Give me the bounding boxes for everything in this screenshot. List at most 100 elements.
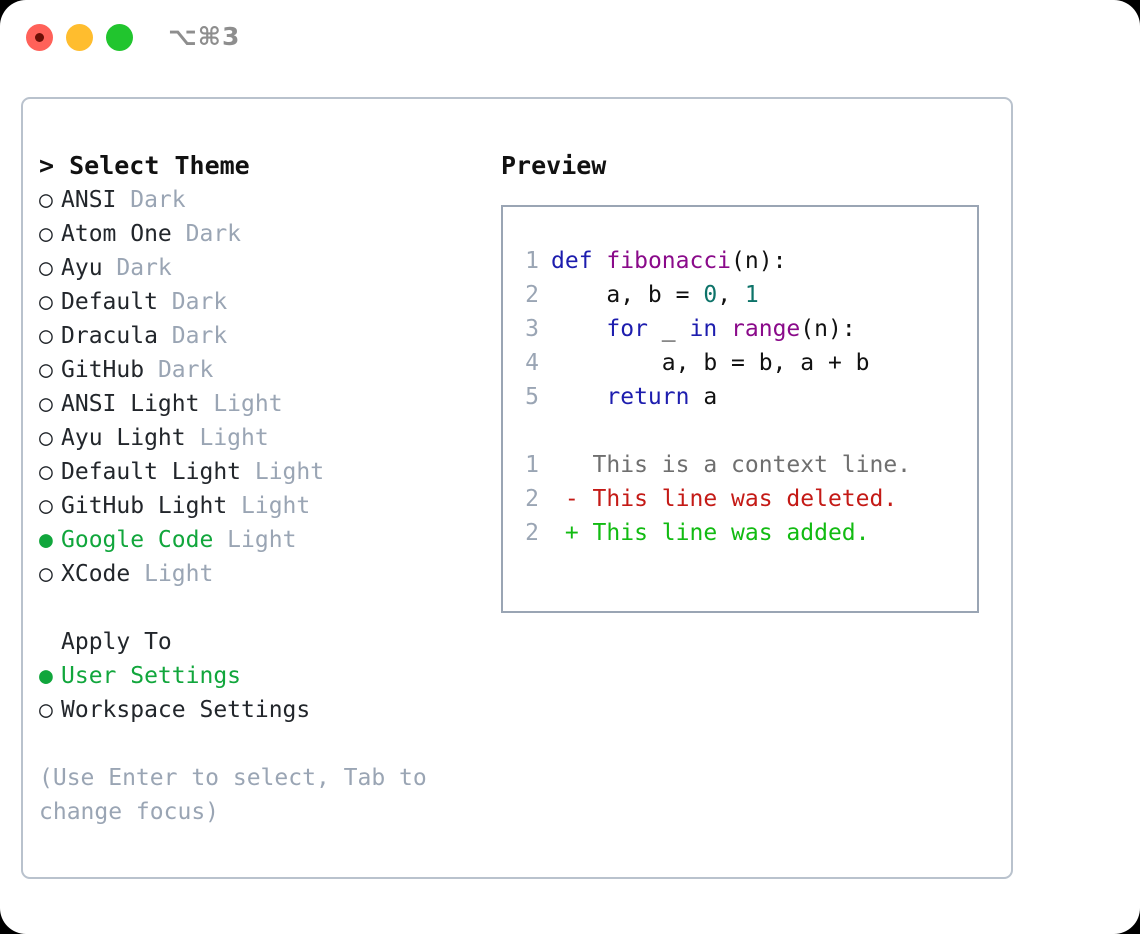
- radio-empty-icon: ○: [39, 221, 53, 247]
- code-text: a, b = 0, 1: [539, 282, 759, 308]
- diff-line-del: 2 - This line was deleted.: [515, 482, 971, 516]
- theme-option-label: Default Light: [61, 459, 242, 485]
- code-token-num: 0: [703, 282, 718, 308]
- theme-option-xcode[interactable]: ○ XCode Light: [39, 557, 499, 591]
- theme-option-default[interactable]: ○ Default Dark: [39, 285, 499, 319]
- zoom-button-icon[interactable]: [106, 24, 133, 51]
- theme-option-github[interactable]: ○GitHub Dark: [39, 353, 499, 387]
- apply-to-option-label: Workspace Settings: [61, 697, 311, 723]
- theme-option-label: Ayu: [61, 255, 103, 281]
- theme-option-ayu[interactable]: ○ Ayu Dark: [39, 251, 499, 285]
- diff-line-ctx: 1 This is a context line.: [515, 448, 971, 482]
- apply-to-option-user-settings[interactable]: ●User Settings: [39, 659, 499, 693]
- diff-text: + This line was added.: [551, 520, 870, 546]
- radio-empty-icon: ○: [39, 459, 53, 485]
- theme-option-label: Ayu Light: [61, 425, 186, 451]
- radio-empty-icon: ○: [39, 255, 53, 281]
- theme-option-ayu-light[interactable]: ○Ayu Light Light: [39, 421, 499, 455]
- code-line: 3 for _ in range(n):: [515, 312, 971, 346]
- code-token-kw: def: [551, 248, 593, 274]
- diff-text: This is a context line.: [551, 452, 912, 478]
- code-token-fn: fibonacci: [606, 248, 732, 274]
- theme-variant-label: Light: [199, 391, 283, 417]
- line-number: 5: [525, 384, 539, 410]
- code-token-plain: a, b =: [551, 282, 704, 308]
- code-token-plain: [717, 316, 731, 342]
- window-controls: [26, 24, 133, 51]
- apply-to-option-workspace-settings[interactable]: ○Workspace Settings: [39, 693, 499, 727]
- code-token-plain: (n):: [731, 248, 787, 274]
- theme-list[interactable]: ○ANSI Dark○Atom One Dark○Ayu Dark○Defaul…: [39, 183, 499, 591]
- theme-variant-label: Light: [227, 493, 311, 519]
- code-token-plain: a: [689, 384, 718, 410]
- theme-variant-label: Light: [241, 459, 325, 485]
- code-token-kw: in: [689, 316, 718, 342]
- diff-sample: 1 This is a context line.2 - This line w…: [515, 448, 971, 550]
- code-token-fn: range: [731, 316, 801, 342]
- keyboard-shortcut-label: ⌥⌘3: [168, 22, 241, 51]
- theme-option-label: Default: [61, 289, 158, 315]
- radio-empty-icon: ○: [39, 391, 53, 417]
- theme-variant-label: Light: [185, 425, 269, 451]
- theme-option-google-code[interactable]: ● Google Code Light: [39, 523, 499, 557]
- theme-option-atom-one[interactable]: ○ Atom One Dark: [39, 217, 499, 251]
- code-token-kw: for: [606, 316, 648, 342]
- code-line: 2 a, b = 0, 1: [515, 278, 971, 312]
- list-spacer: [39, 591, 499, 625]
- code-text: def fibonacci(n):: [539, 248, 786, 274]
- theme-option-label: GitHub Light: [61, 493, 228, 519]
- theme-option-ansi[interactable]: ○ANSI Dark: [39, 183, 499, 217]
- line-number: 1: [525, 248, 539, 274]
- theme-variant-label: Dark: [116, 187, 186, 213]
- line-number: 3: [525, 316, 539, 342]
- theme-variant-label: Dark: [144, 357, 214, 383]
- theme-variant-label: Light: [213, 527, 297, 553]
- radio-empty-icon: ○: [39, 561, 53, 587]
- code-token-plain: _: [647, 316, 690, 342]
- code-diff-spacer: [515, 414, 971, 448]
- radio-selected-icon: ●: [39, 527, 53, 553]
- theme-option-label: Atom One: [61, 221, 172, 247]
- minimize-button-icon[interactable]: [66, 24, 93, 51]
- theme-option-label: GitHub: [61, 357, 145, 383]
- theme-picker-panel: > Select Theme ○ANSI Dark○Atom One Dark○…: [21, 97, 1013, 879]
- code-line: 5 return a: [515, 380, 971, 414]
- radio-selected-icon: ●: [39, 663, 53, 689]
- theme-variant-label: Dark: [157, 289, 228, 315]
- theme-option-default-light[interactable]: ○ Default Light Light: [39, 455, 499, 489]
- line-number: 2: [525, 520, 539, 546]
- code-token-kw: return: [606, 384, 690, 410]
- close-button-icon[interactable]: [26, 24, 53, 51]
- theme-variant-label: Dark: [102, 255, 172, 281]
- theme-variant-label: Dark: [157, 323, 228, 349]
- code-token-plain: [593, 248, 607, 274]
- code-token-plain: a, b = b, a + b: [551, 350, 870, 376]
- radio-empty-icon: ○: [39, 323, 53, 349]
- theme-option-label: Google Code: [61, 527, 214, 553]
- code-token-plain: [551, 316, 606, 342]
- apply-to-list[interactable]: ●User Settings○Workspace Settings: [39, 659, 499, 727]
- radio-empty-icon: ○: [39, 493, 53, 519]
- theme-option-label: ANSI Light: [61, 391, 200, 417]
- theme-option-github-light[interactable]: ○ GitHub Light Light: [39, 489, 499, 523]
- theme-option-ansi-light[interactable]: ○ ANSI Light Light: [39, 387, 499, 421]
- radio-empty-icon: ○: [39, 289, 53, 315]
- theme-variant-label: Light: [130, 561, 214, 587]
- title-bar: ⌥⌘3: [0, 0, 1140, 78]
- theme-variant-label: Dark: [171, 221, 242, 247]
- code-text: for _ in range(n):: [539, 316, 855, 342]
- code-token-num: 1: [744, 282, 759, 308]
- theme-option-label: XCode: [61, 561, 131, 587]
- theme-option-dracula[interactable]: ○ Dracula Dark: [39, 319, 499, 353]
- theme-option-label: ANSI: [61, 187, 117, 213]
- keyboard-hint-text: (Use Enter to select, Tab to change focu…: [39, 765, 441, 825]
- theme-option-label: Dracula: [61, 323, 158, 349]
- code-token-plain: ,: [717, 282, 745, 308]
- code-line: 4 a, b = b, a + b: [515, 346, 971, 380]
